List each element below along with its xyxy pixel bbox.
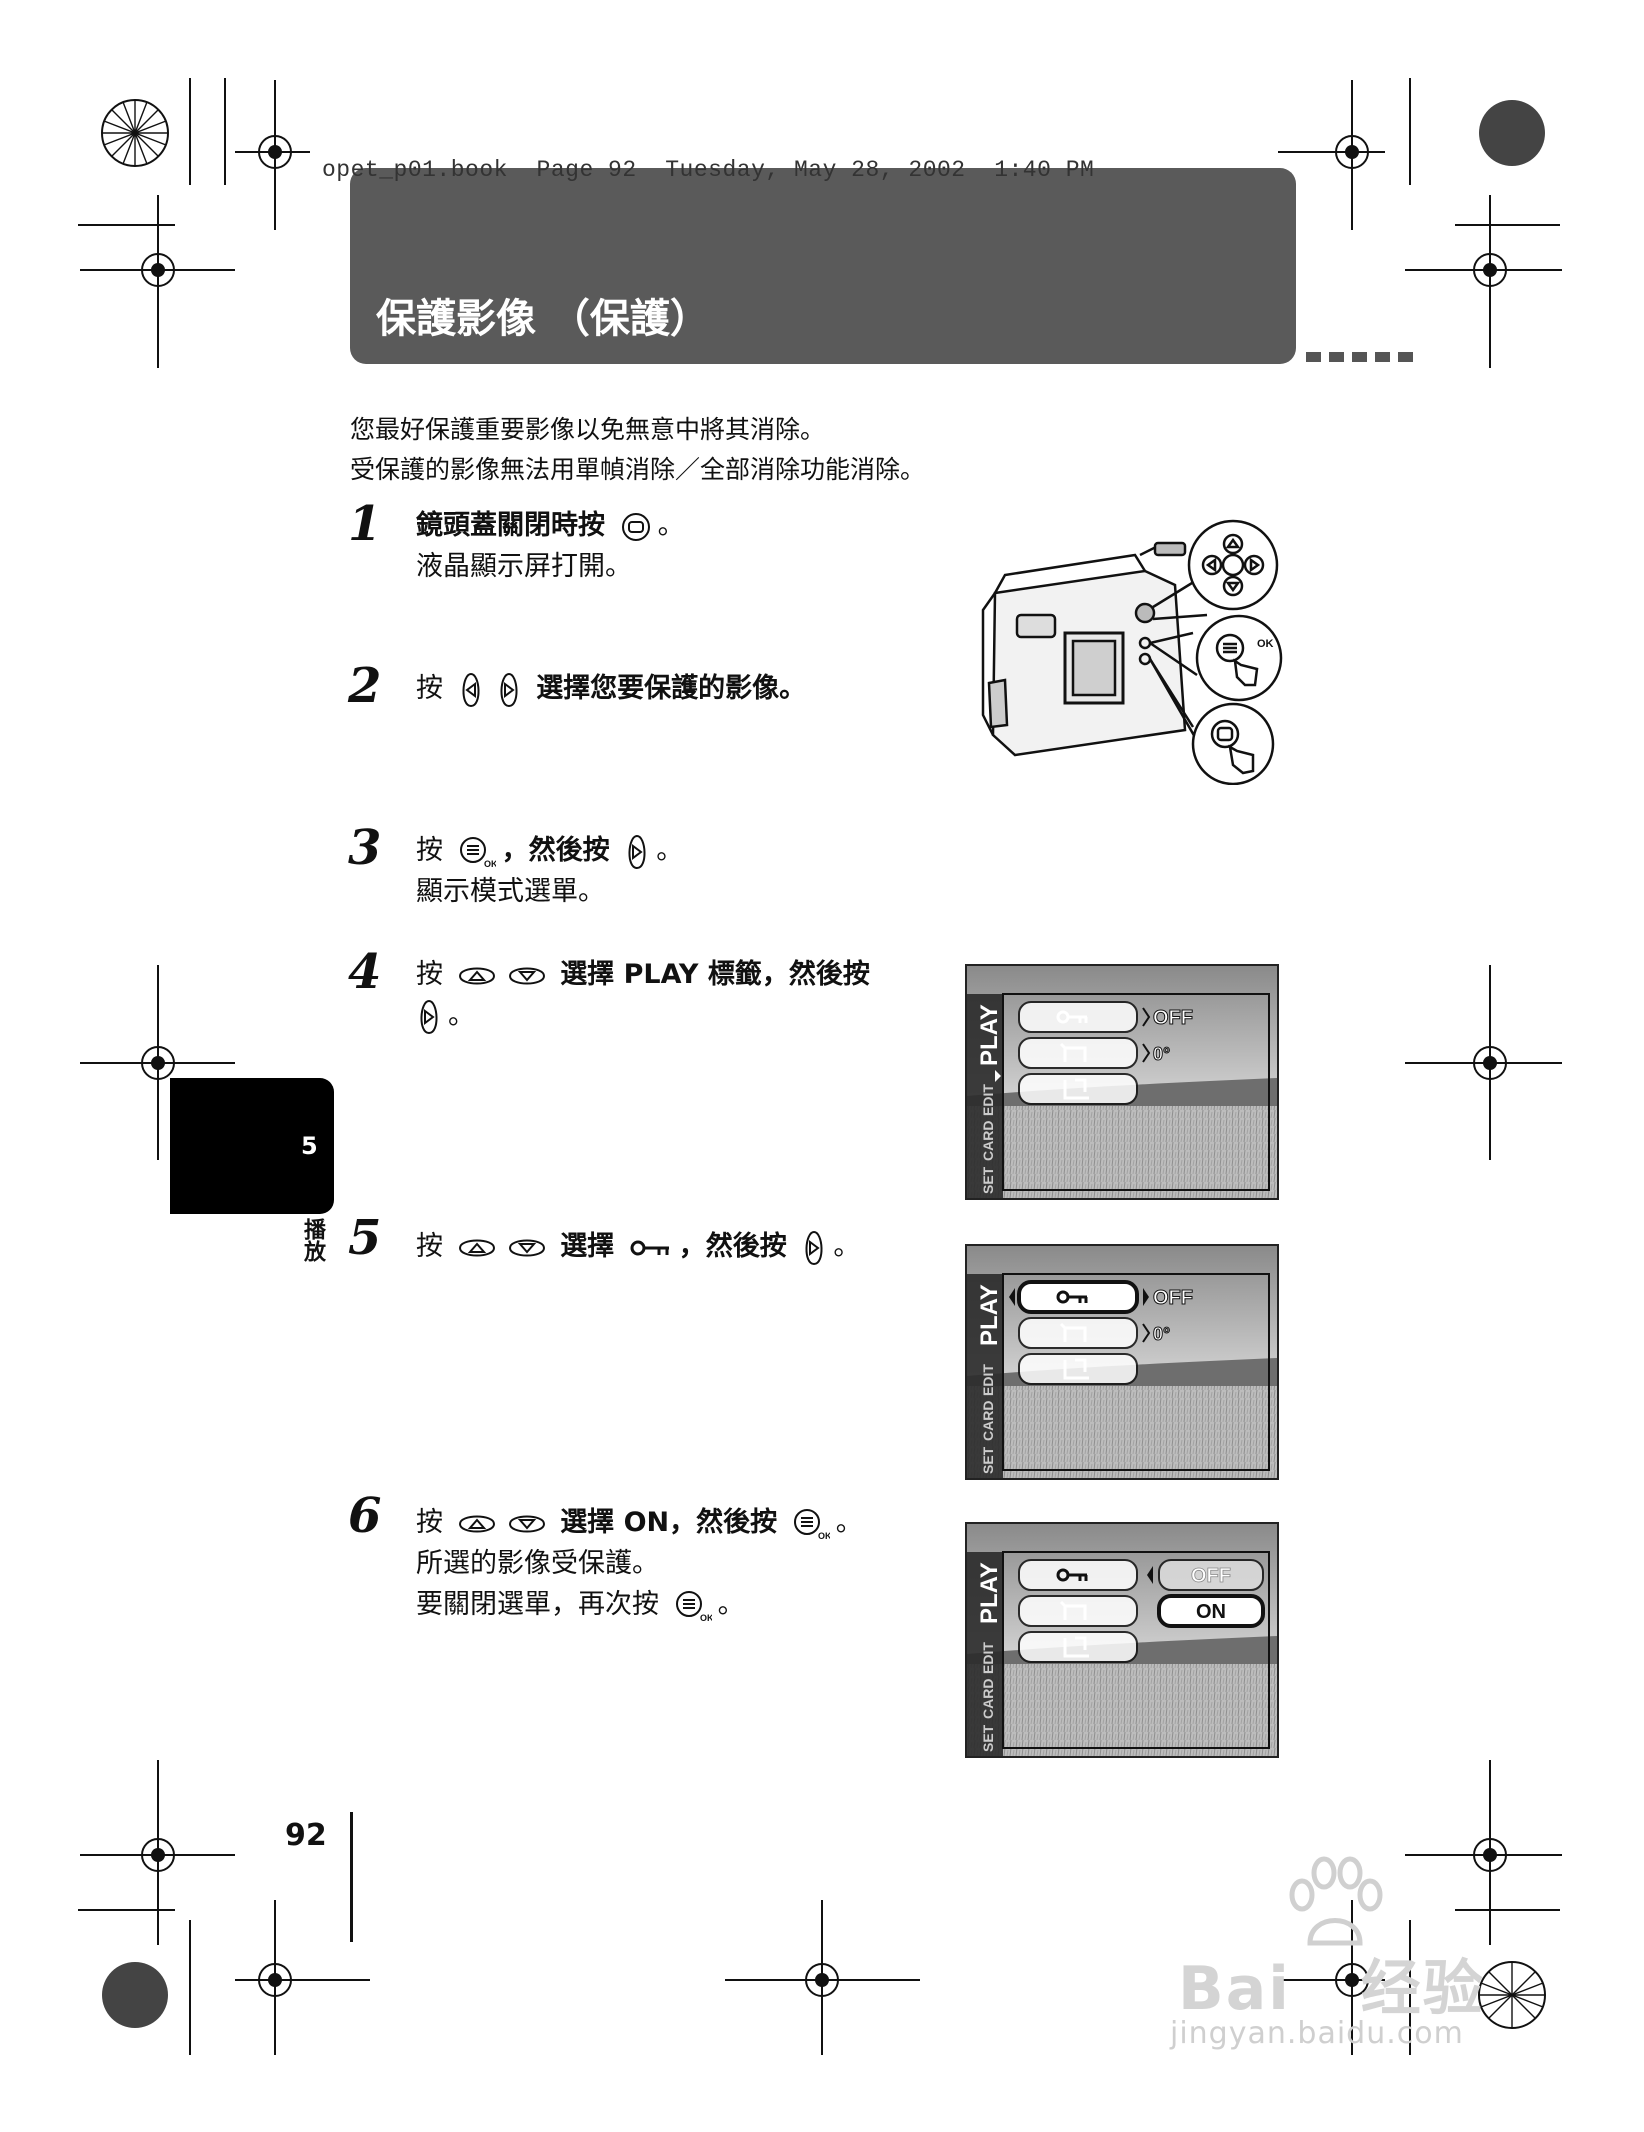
intro-text: 您最好保護重要影像以免無意中將其消除。 受保護的影像無法用單幀消除／全部消除功能… (350, 410, 925, 490)
chapter-label: 播放 (300, 1218, 325, 1262)
step-number: 3 (348, 820, 382, 876)
file-header-meta: opet_p01.book Page 92 Tuesday, May 28, 2… (322, 157, 1095, 183)
step-text: 按 (416, 1507, 443, 1538)
tab-edit: EDIT (980, 1642, 996, 1674)
menu-ok-button-icon: OK (675, 1590, 712, 1623)
step-subtext: 顯示模式選單。 (416, 876, 605, 907)
tab-edit: EDIT (980, 1364, 996, 1396)
lcd-screen-on-selected: OFF ON PLAY EDIT CARD SET (965, 1522, 1279, 1758)
step-text: 。 (656, 835, 684, 866)
title-bar (350, 168, 1296, 364)
chapter-tab (170, 1078, 334, 1214)
step-text: 選擇您要保護的影像。 (536, 673, 807, 704)
step-6: 按 選擇 ON，然後按 OK 。 所選的影像受保護。 要關閉選單，再次按 OK 。 (416, 1502, 863, 1625)
step-1: 鏡頭蓋關閉時按 。 液晶顯示屏打開。 (416, 505, 685, 587)
title-dots (1306, 352, 1413, 362)
watermark-brand: 经验 (1360, 1954, 1485, 2024)
step-text: 。 (657, 510, 685, 541)
step-text: 按 (416, 673, 443, 704)
down-arrow-button-icon (508, 967, 545, 984)
intro-line: 受保護的影像無法用單幀消除／全部消除功能消除。 (350, 455, 926, 484)
step-subtext: 要關閉選單，再次按 (416, 1589, 659, 1620)
right-arrow-button-icon (420, 999, 438, 1034)
tab-set: SET (980, 1446, 996, 1474)
play-button-icon (621, 512, 650, 541)
step-3: 按 OK ，然後按 。 顯示模式選單。 (416, 830, 683, 912)
up-arrow-button-icon (458, 1515, 495, 1532)
rotate-value: 0° (1153, 1324, 1170, 1344)
step-text: ，然後按 (501, 835, 610, 866)
watermark-text: Bai (1178, 1954, 1291, 2024)
step-text: 按 (416, 1231, 443, 1262)
step-2: 按 選擇您要保護的影像。 (416, 668, 806, 709)
menu-ok-button-icon: OK (793, 1508, 830, 1541)
chapter-number: 5 (301, 1132, 318, 1160)
svg-text:OK: OK (484, 859, 496, 869)
step-number: 6 (348, 1488, 382, 1544)
tab-card: CARD (980, 1401, 996, 1441)
step-number: 4 (348, 944, 382, 1000)
step-4: 按 選擇 PLAY 標籤，然後按 。 (416, 954, 936, 1036)
paw-logo-icon (1289, 1856, 1383, 1946)
right-arrow-button-icon (500, 672, 518, 707)
right-arrow-button-icon (628, 834, 646, 869)
step-text: 選擇 (560, 1231, 615, 1262)
page-number-rule (350, 1812, 353, 1942)
menu-ok-button-icon: OK (459, 836, 496, 869)
watermark-logo: Bai 经验 (1178, 1940, 1485, 2027)
step-text: 選擇 PLAY 標籤，然後按 (560, 959, 870, 990)
up-arrow-button-icon (458, 967, 495, 984)
intro-line: 您最好保護重要影像以免無意中將其消除。 (350, 415, 826, 444)
svg-text:OK: OK (700, 1613, 712, 1623)
step-text: 按 (416, 835, 443, 866)
step-subtext: 。 (717, 1589, 745, 1620)
left-arrow-button-icon (462, 672, 480, 707)
off-option: OFF (1191, 1565, 1231, 1587)
step-text: 按 (416, 959, 443, 990)
down-arrow-button-icon (508, 1515, 545, 1532)
step-text: 選擇 ON，然後按 (560, 1507, 778, 1538)
lcd-screen-play-tab: OFF 0° PLAY EDIT CARD SET (965, 964, 1279, 1200)
lcd-screen-protect-selected: OFF 0° PLAY EDIT CARD SET (965, 1244, 1279, 1480)
tab-play: PLAY (976, 1004, 1003, 1066)
ok-label: OK (1257, 638, 1274, 650)
right-arrow-button-icon (805, 1230, 823, 1265)
step-text: 鏡頭蓋關閉時按 (416, 510, 605, 541)
rotate-value: 0° (1153, 1044, 1170, 1064)
step-text: ，然後按 (678, 1231, 787, 1262)
tab-card: CARD (980, 1679, 996, 1719)
page-title: 保護影像 （保護） (376, 296, 710, 342)
tab-edit: EDIT (980, 1084, 996, 1116)
off-value: OFF (1153, 1287, 1193, 1309)
step-text: 。 (835, 1507, 863, 1538)
tab-set: SET (980, 1166, 996, 1194)
svg-text:OK: OK (818, 1531, 830, 1541)
down-arrow-button-icon (508, 1239, 545, 1256)
key-protect-icon (630, 1240, 669, 1255)
step-subtext: 所選的影像受保護。 (416, 1548, 659, 1579)
step-5: 按 選擇 ，然後按 。 (416, 1226, 860, 1267)
on-option: ON (1196, 1601, 1226, 1623)
tab-play: PLAY (976, 1284, 1003, 1346)
step-subtext: 液晶顯示屏打開。 (416, 551, 632, 582)
off-value: OFF (1153, 1007, 1193, 1029)
step-number: 1 (348, 496, 382, 552)
step-text: 。 (833, 1231, 861, 1262)
up-arrow-button-icon (458, 1239, 495, 1256)
step-number: 2 (348, 658, 382, 714)
watermark-url: jingyan.baidu.com (1170, 2016, 1464, 2051)
page-number: 92 (285, 1818, 327, 1853)
step-number: 5 (348, 1210, 382, 1266)
step-text: 。 (448, 1000, 475, 1031)
camera-illustration: OK (981, 519, 1283, 785)
tab-play: PLAY (976, 1562, 1003, 1624)
tab-card: CARD (980, 1121, 996, 1161)
tab-set: SET (980, 1724, 996, 1752)
